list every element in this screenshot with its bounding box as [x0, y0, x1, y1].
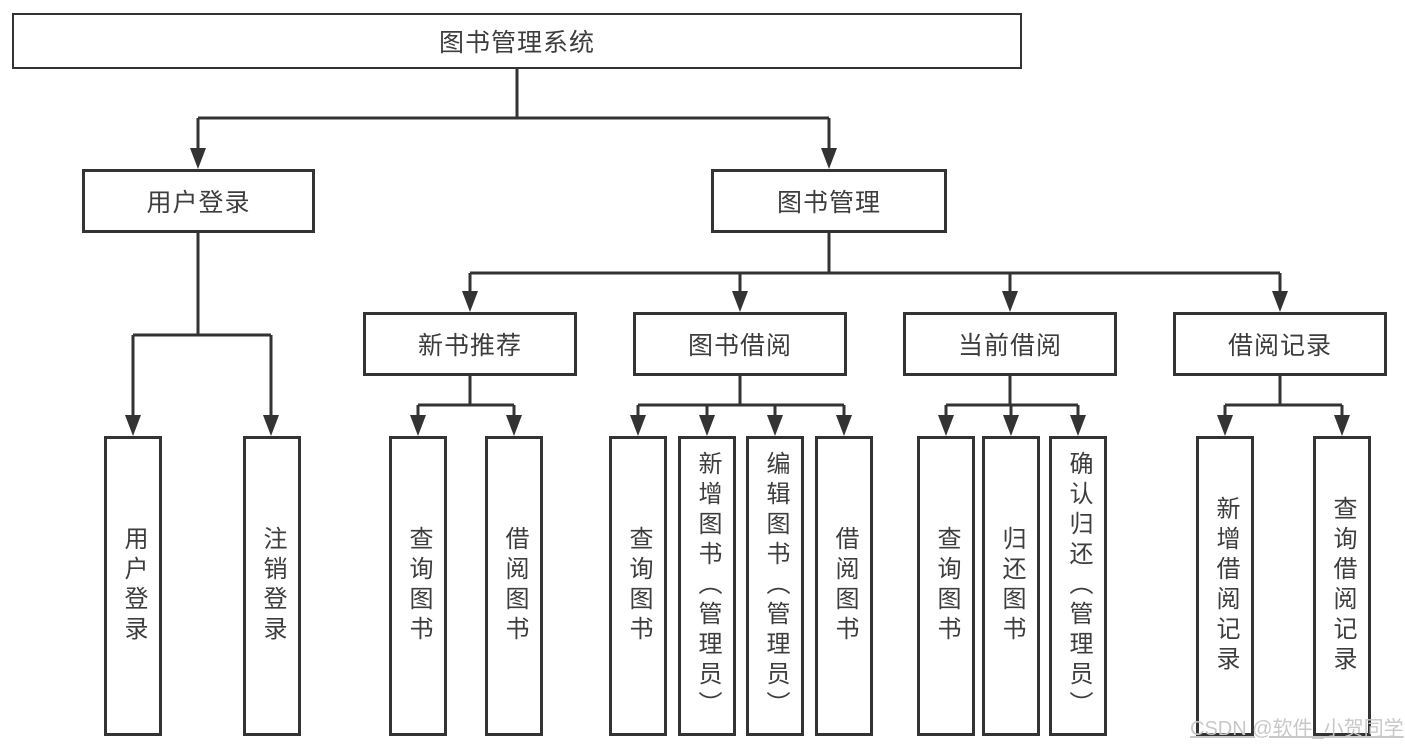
leaf-query-borrow-record: 查询借阅记录: [1313, 436, 1371, 736]
leaf-add-book-admin: 新增图书（管理员）: [678, 436, 736, 736]
node-new-book-recommend: 新书推荐: [363, 312, 577, 376]
node-library-system-label: 图书管理系统: [438, 29, 595, 57]
leaf-borrow-books-recommend-label: 借阅图书: [501, 526, 528, 646]
leaf-return-book-label: 归还图书: [998, 526, 1025, 646]
node-new-book-recommend-label: 新书推荐: [417, 332, 522, 360]
arrowhead: [630, 415, 852, 436]
node-book-management: 图书管理: [711, 169, 947, 233]
node-user-login-label: 用户登录: [146, 189, 251, 217]
leaf-add-borrow-record: 新增借阅记录: [1196, 436, 1254, 736]
arrowhead: [1217, 415, 1350, 436]
leaf-add-borrow-record-label: 新增借阅记录: [1212, 496, 1239, 676]
leaf-borrow-books-borrow: 借阅图书: [815, 436, 873, 736]
leaf-query-books-current-label: 查询图书: [933, 526, 960, 646]
leaf-query-books-current: 查询图书: [917, 436, 975, 736]
leaf-confirm-return-admin-label: 确认归还（管理员）: [1065, 451, 1092, 721]
leaf-confirm-return-admin: 确认归还（管理员）: [1049, 436, 1107, 736]
leaf-query-books-borrow: 查询图书: [609, 436, 667, 736]
node-borrow-records: 借阅记录: [1173, 312, 1387, 376]
node-book-management-label: 图书管理: [776, 189, 881, 217]
arrowhead: [938, 415, 1086, 436]
leaf-edit-book-admin: 编辑图书（管理员）: [746, 436, 804, 736]
csdn-watermark: CSDN @软件_小贺同学: [1190, 718, 1404, 740]
connector-records-to-leaves: [1217, 376, 1350, 436]
leaf-user-login: 用户登录: [104, 436, 162, 736]
leaf-borrow-books-borrow-label: 借阅图书: [831, 526, 858, 646]
node-borrow-records-label: 借阅记录: [1227, 332, 1332, 360]
connector-user-login-to-leaves: [125, 233, 279, 436]
leaf-query-books-recommend: 查询图书: [389, 436, 447, 736]
leaf-borrow-books-recommend: 借阅图书: [485, 436, 543, 736]
leaf-add-book-admin-label: 新增图书（管理员）: [694, 451, 721, 721]
leaf-user-login-label: 用户登录: [120, 526, 147, 646]
arrowhead: [190, 148, 837, 169]
leaf-logout-label: 注销登录: [259, 526, 286, 646]
node-book-borrow: 图书借阅: [633, 312, 847, 376]
leaf-query-books-recommend-label: 查询图书: [405, 526, 432, 646]
connector-book-management-to-level2: [462, 233, 1288, 312]
leaf-logout: 注销登录: [243, 436, 301, 736]
node-book-borrow-label: 图书借阅: [687, 332, 792, 360]
connector-borrow-to-leaves: [630, 376, 852, 436]
leaf-return-book: 归还图书: [982, 436, 1040, 736]
leaf-query-books-borrow-label: 查询图书: [625, 526, 652, 646]
leaf-edit-book-admin-label: 编辑图书（管理员）: [762, 451, 789, 721]
arrowhead: [462, 291, 1288, 312]
node-user-login: 用户登录: [82, 169, 315, 233]
arrowhead: [125, 415, 279, 436]
node-library-system: 图书管理系统: [12, 13, 1022, 69]
connector-current-to-leaves: [938, 376, 1086, 436]
node-current-borrow-label: 当前借阅: [957, 332, 1062, 360]
leaf-query-borrow-record-label: 查询借阅记录: [1329, 496, 1356, 676]
connector-recommend-to-leaves: [410, 376, 522, 436]
node-current-borrow: 当前借阅: [903, 312, 1117, 376]
arrowhead: [410, 415, 522, 436]
connector-root-to-level1: [190, 68, 837, 169]
